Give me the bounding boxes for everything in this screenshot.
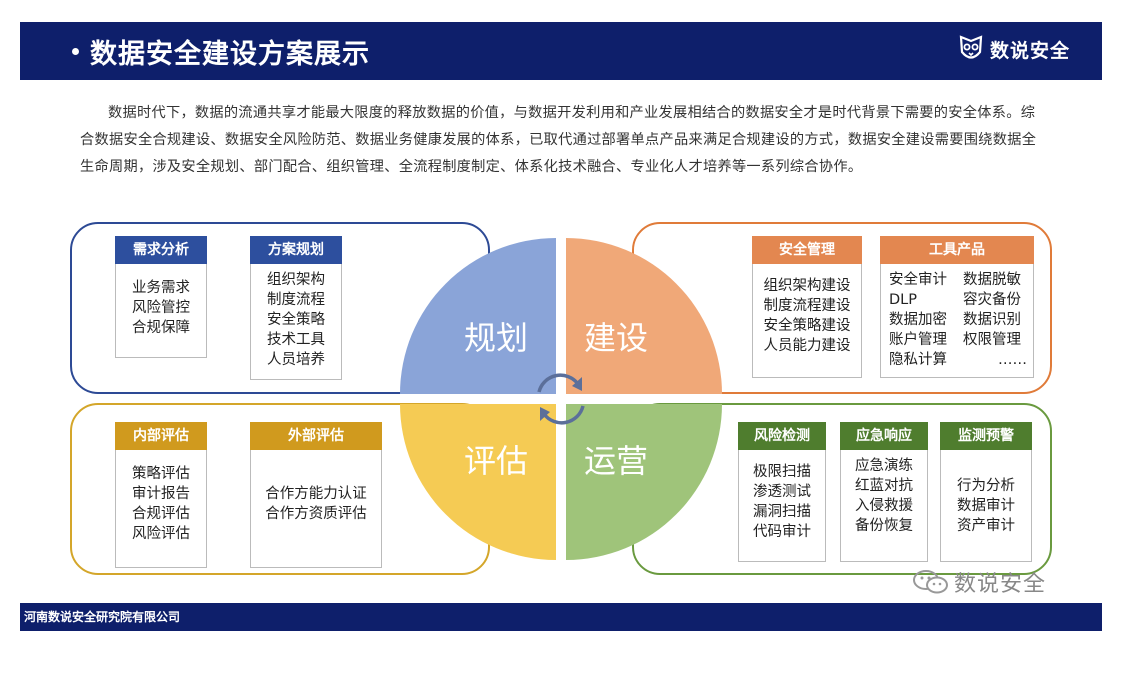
card-item: 行为分析 [957, 478, 1015, 494]
card-item: DLP [889, 292, 917, 308]
watermark-text: 数说安全 [954, 572, 1047, 597]
card-item: 风险评估 [132, 526, 190, 542]
card-item: 安全审计 [889, 272, 947, 288]
card-item: 业务需求 [132, 280, 190, 296]
card-item: 权限管理 [963, 332, 1021, 348]
footer-bar: 河南数说安全研究院有限公司 [20, 603, 1102, 631]
card-item: 容灾备份 [963, 292, 1021, 308]
brand-logo: 数说安全 [958, 34, 1070, 64]
card-item: 资产审计 [957, 518, 1015, 534]
card-item: 安全策略建设 [763, 318, 851, 334]
brand-name: 数说安全 [989, 39, 1070, 62]
company-name: 河南数说安全研究院有限公司 [24, 610, 181, 624]
card-item: 合规保障 [132, 320, 190, 336]
quadrant-label-build: 建设 [584, 319, 648, 357]
card-solution-planning: 方案规划 组织架构 制度流程 安全策略 技术工具 人员培养 [250, 236, 342, 380]
card-body: 业务需求 风险管控 合规保障 [115, 264, 207, 358]
card-body: 安全审计 数据脱敏 DLP 容灾备份 数据加密 数据识别 账户管理 权限管理 隐… [880, 264, 1034, 378]
card-item: 人员能力建设 [763, 338, 851, 354]
card-body: 策略评估 审计报告 合规评估 风险评估 [115, 450, 207, 568]
card-title: 安全管理 [752, 236, 862, 264]
card-item: 组织架构建设 [763, 278, 851, 294]
wechat-watermark: 数说安全 [912, 566, 1046, 598]
card-internal-evaluation: 内部评估 策略评估 审计报告 合规评估 风险评估 [115, 422, 207, 568]
card-emergency-response: 应急响应 应急演练 红蓝对抗 入侵救援 备份恢复 [840, 422, 928, 562]
card-title: 风险检测 [738, 422, 826, 450]
card-item: …… [998, 352, 1027, 368]
card-monitoring-alert: 监测预警 行为分析 数据审计 资产审计 [940, 422, 1032, 562]
card-item: 备份恢复 [855, 518, 913, 534]
wechat-icon [913, 570, 948, 594]
card-item: 风险管控 [132, 300, 190, 316]
card-title: 内部评估 [115, 422, 207, 450]
card-item: 策略评估 [132, 466, 190, 482]
card-item: 代码审计 [753, 524, 811, 540]
card-item: 制度流程 [267, 292, 325, 308]
card-title: 方案规划 [250, 236, 342, 264]
page-title: 数据安全建设方案展示 [90, 38, 370, 70]
quadrant-label-eval: 评估 [464, 442, 528, 480]
card-item: 漏洞扫描 [753, 504, 811, 520]
card-item: 合作方能力认证 [265, 486, 367, 502]
card-body: 组织架构 制度流程 安全策略 技术工具 人员培养 [250, 264, 342, 380]
owl-logo-icon [959, 35, 983, 59]
card-item: 制度流程建设 [763, 298, 851, 314]
card-body: 行为分析 数据审计 资产审计 [940, 450, 1032, 562]
intro-paragraph: 数据时代下，数据的流通共享才能最大限度的释放数据的价值，与数据开发利用和产业发展… [80, 105, 1037, 175]
card-item: 账户管理 [889, 332, 947, 348]
card-external-evaluation: 外部评估 合作方能力认证 合作方资质评估 [250, 422, 382, 568]
card-item: 应急演练 [855, 458, 913, 474]
card-item: 合规评估 [132, 506, 190, 522]
card-body: 极限扫描 渗透测试 漏洞扫描 代码审计 [738, 450, 826, 562]
card-body: 组织架构建设 制度流程建设 安全策略建设 人员能力建设 [752, 264, 862, 378]
card-needs-analysis: 需求分析 业务需求 风险管控 合规保障 [115, 236, 207, 358]
quadrant-plan [400, 238, 556, 394]
card-item: 合作方资质评估 [265, 506, 367, 522]
card-item: 入侵救援 [855, 498, 913, 514]
title-bullet [72, 48, 79, 55]
card-item: 渗透测试 [753, 484, 811, 500]
card-item: 数据识别 [963, 312, 1021, 328]
card-item: 数据脱敏 [963, 272, 1021, 288]
quadrant-label-plan: 规划 [464, 319, 528, 357]
card-item: 组织架构 [267, 272, 325, 288]
card-item: 数据审计 [957, 498, 1015, 514]
card-title: 应急响应 [840, 422, 928, 450]
quadrant-eval [400, 404, 556, 560]
cycle-arrows-icon [537, 373, 585, 425]
card-title: 监测预警 [940, 422, 1032, 450]
card-body: 应急演练 红蓝对抗 入侵救援 备份恢复 [840, 450, 928, 562]
card-title: 工具产品 [880, 236, 1034, 264]
card-item: 人员培养 [267, 352, 325, 368]
quadrant-ops [566, 404, 722, 560]
card-risk-detection: 风险检测 极限扫描 渗透测试 漏洞扫描 代码审计 [738, 422, 826, 562]
card-body: 合作方能力认证 合作方资质评估 [250, 450, 382, 568]
card-item: 极限扫描 [753, 464, 811, 480]
card-item: 数据加密 [889, 312, 947, 328]
card-item: 技术工具 [267, 332, 325, 348]
card-tool-products: 工具产品 安全审计 数据脱敏 DLP 容灾备份 数据加密 数据识别 账户管理 权… [880, 236, 1034, 378]
card-item: 审计报告 [132, 486, 190, 502]
card-security-management: 安全管理 组织架构建设 制度流程建设 安全策略建设 人员能力建设 [752, 236, 862, 378]
card-item: 红蓝对抗 [855, 478, 913, 494]
lifecycle-circle: 规划 建设 评估 运营 [400, 238, 722, 560]
card-item: 隐私计算 [889, 352, 947, 368]
quadrant-label-ops: 运营 [584, 442, 648, 480]
header-bar: 数据安全建设方案展示 数说安全 [20, 22, 1102, 80]
card-title: 外部评估 [250, 422, 382, 450]
card-title: 需求分析 [115, 236, 207, 264]
quadrant-build [566, 238, 722, 394]
card-item: 安全策略 [267, 312, 325, 328]
